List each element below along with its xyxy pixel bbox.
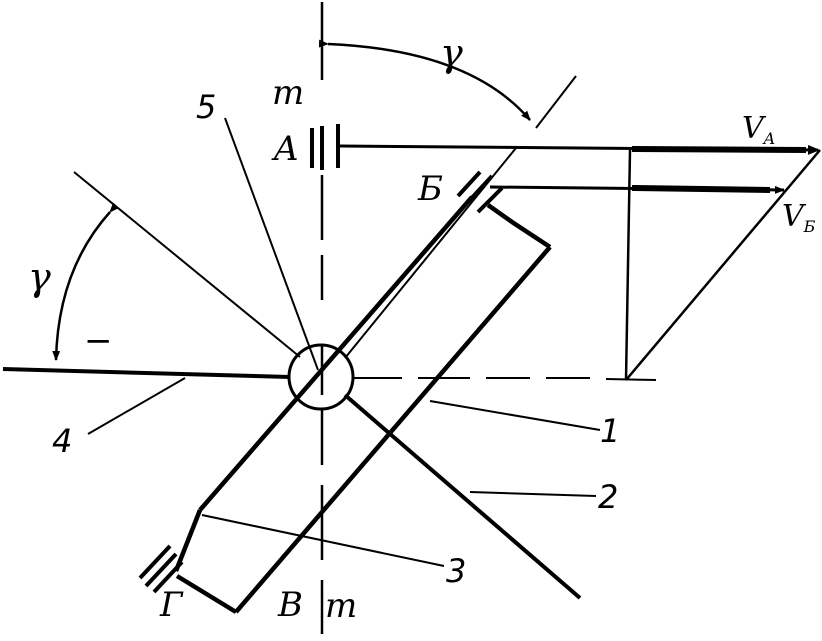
label-minus-sign: −	[84, 321, 113, 361]
bearing-B	[456, 170, 504, 214]
callout-3: 3	[446, 552, 466, 590]
velocity-A-sub: A	[762, 129, 776, 148]
horizontal-axis	[2, 367, 657, 381]
center-joint	[287, 343, 355, 411]
label-m-bottom: m	[325, 586, 357, 626]
line-2-diagonal	[73, 171, 582, 600]
bearing-A	[310, 124, 340, 170]
velocity-B-thick	[631, 185, 771, 193]
label-velocity-B: VБ	[782, 199, 816, 236]
velocity-B-main: V	[782, 199, 807, 234]
label-m-top: m	[272, 73, 304, 113]
frame-bar	[173, 195, 552, 614]
label-point-V: В	[277, 585, 303, 625]
velocity-construction	[624, 149, 821, 381]
callout-5: 5	[196, 88, 216, 126]
gamma-arc-left	[52, 202, 119, 361]
callout-2: 2	[598, 478, 618, 516]
velocity-B-sub: Б	[803, 217, 816, 236]
reference-line-upper-right	[535, 75, 577, 129]
gamma-arc-top	[318, 39, 531, 121]
bearing-G	[138, 544, 184, 594]
callout-4: 4	[52, 422, 72, 460]
label-gamma-left: γ	[28, 255, 51, 299]
label-point-A: A	[271, 129, 299, 169]
label-velocity-A: VA	[742, 111, 775, 148]
callout-1: 1	[600, 412, 620, 450]
velocity-A-thick	[631, 146, 807, 153]
label-gamma-top: γ	[440, 31, 463, 75]
leader-lines	[87, 117, 601, 567]
label-point-G: Г	[159, 585, 184, 625]
velocity-A-main: V	[742, 111, 767, 146]
label-point-B: Б	[417, 169, 443, 209]
